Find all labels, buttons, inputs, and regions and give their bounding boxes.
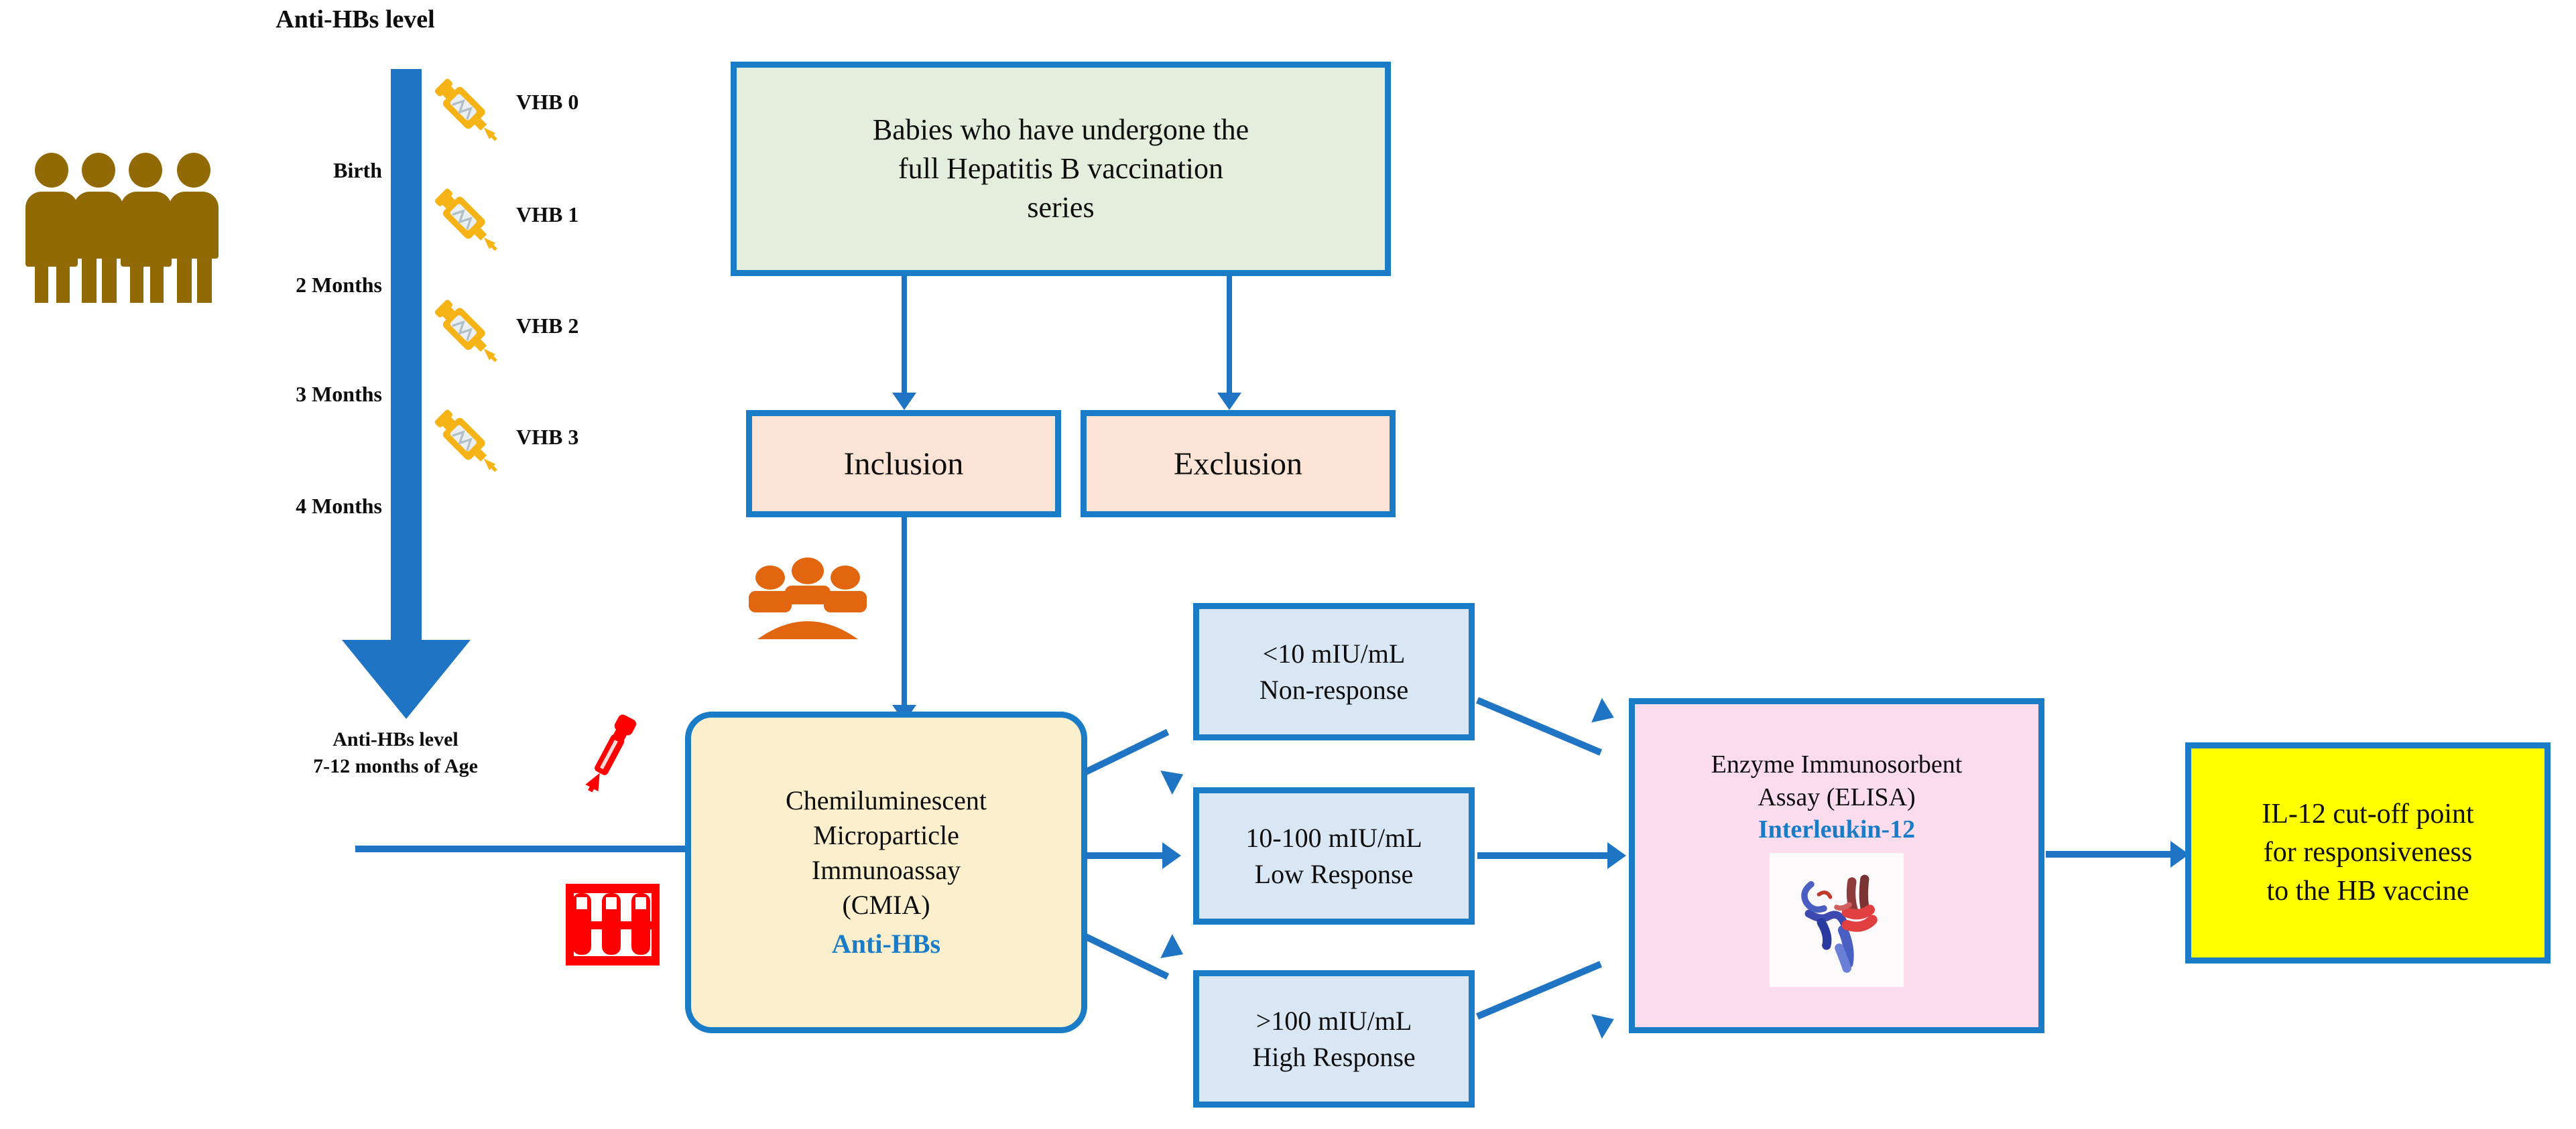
timeline-dose-3: VHB 3 [516,425,579,449]
cmia-to-highresponse-line [1083,933,1170,980]
timeline-dose-1: VHB 1 [516,202,579,226]
level-category-1: Low Response [1254,858,1414,889]
final-outcome-text: IL-12 cut-off point for responsiveness t… [2262,799,2474,907]
babies-group-icon [25,153,220,307]
timeline-time-3: 4 Months [296,494,382,518]
inclusion-label: Inclusion [843,446,964,482]
highresponse-to-elisa-line [1476,961,1603,1020]
level-box-low-response: 10-100 mIU/mL Low Response [1193,787,1475,925]
population-text: Babies who have undergone the full Hepat… [872,113,1249,224]
cmia-box: Chemiluminescent Microparticle Immunoass… [685,712,1087,1033]
timeline-footer-line1: Anti-HBs level [332,728,458,750]
syringe-icon-0 [422,66,509,159]
syringe-icon-2 [422,287,509,381]
timeline-time-1: 2 Months [296,273,382,297]
elisa-text: Enzyme Immunosorbent Assay (ELISA) Inter… [1642,748,2032,846]
green-to-exclusion-line [1227,276,1232,398]
cmia-to-highresponse-arrowhead [1160,934,1189,967]
timeline-arrow-shaft [391,69,422,642]
elisa-box: Enzyme Immunosorbent Assay (ELISA) Inter… [1629,698,2044,1033]
level-box-high-response: >100 mIU/mL High Response [1193,970,1475,1108]
level-value-0: <10 mIU/mL [1262,638,1406,669]
exclusion-box: Exclusion [1081,410,1396,517]
highresponse-to-elisa-arrowhead [1591,1006,1619,1039]
timeline-heading: Anti-HBs level [275,5,435,34]
green-to-inclusion-line [902,276,907,398]
population-box: Babies who have undergone the full Hepat… [731,62,1391,276]
cmia-to-lowresponse-line [1085,852,1164,859]
timeline-time-2: 3 Months [296,382,382,406]
inclusion-to-cmia-line [902,517,907,712]
final-outcome-box: IL-12 cut-off point for responsiveness t… [2185,742,2551,964]
pipette-icon [573,710,647,801]
inclusion-box: Inclusion [746,410,1061,517]
elisa-to-final-line [2046,851,2173,858]
level-box-non-response: <10 mIU/mL Non-response [1193,603,1475,740]
level-category-2: High Response [1252,1041,1416,1072]
exclusion-label: Exclusion [1174,446,1302,482]
cmia-to-nonresponse-arrowhead [1160,762,1189,795]
timeline-to-cmia-line [355,846,711,852]
lowresponse-to-elisa-line [1477,852,1610,859]
green-to-exclusion-arrowhead [1217,393,1241,410]
cohort-group-icon [741,556,875,647]
interleukin-structure-image [1770,852,1904,987]
cmia-marker: Anti-HBs [831,929,941,959]
timeline-arrow-head [342,640,471,719]
level-category-0: Non-response [1259,674,1409,705]
timeline-footer-line2: 7-12 months of Age [313,755,478,777]
level-value-2: >100 mIU/mL [1255,1005,1412,1036]
blood-tubes-icon [563,881,670,972]
nonresponse-to-elisa-arrowhead [1591,698,1619,730]
nonresponse-to-elisa-line [1476,697,1603,756]
cmia-to-lowresponse-arrowhead [1162,842,1181,869]
cmia-text: Chemiluminescent Microparticle Immunoass… [698,783,1075,961]
elisa-marker: Interleukin-12 [1758,815,1916,844]
level-value-1: 10-100 mIU/mL [1245,822,1422,853]
syringe-icon-3 [422,397,509,490]
syringe-icon-1 [422,176,509,269]
green-to-inclusion-arrowhead [892,393,916,410]
timeline-dose-0: VHB 0 [516,90,579,114]
lowresponse-to-elisa-arrowhead [1607,842,1626,869]
timeline-time-0: Birth [333,158,382,182]
timeline-dose-2: VHB 2 [516,314,579,338]
cmia-to-nonresponse-line [1083,729,1170,776]
